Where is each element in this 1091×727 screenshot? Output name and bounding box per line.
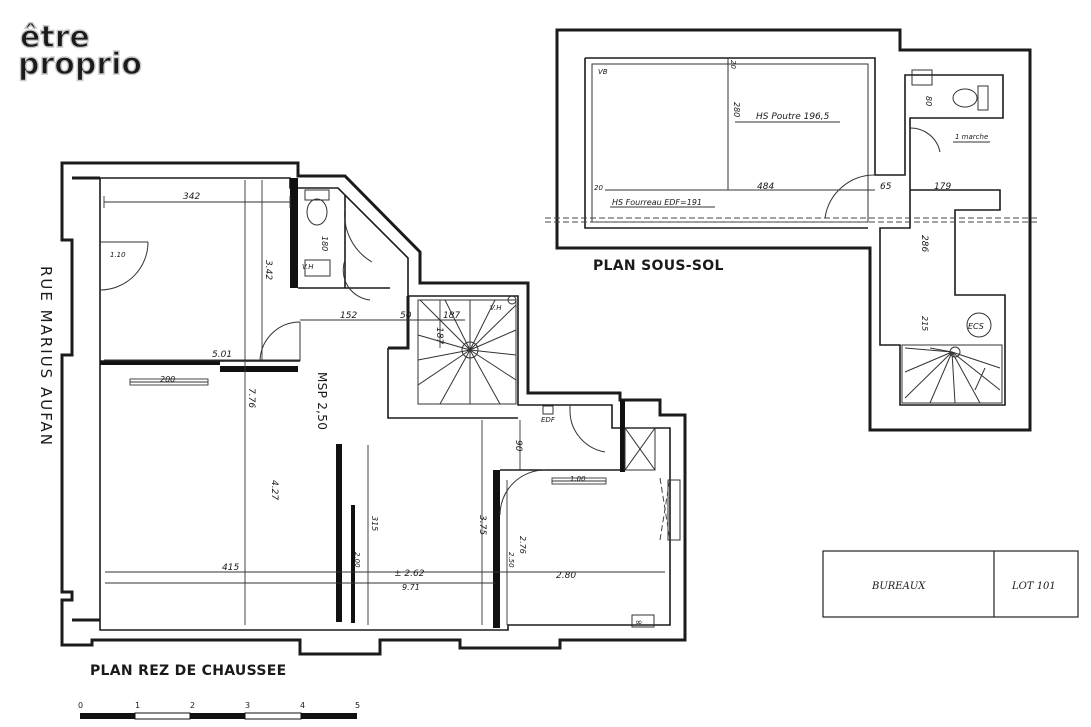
radiator	[631, 614, 655, 628]
dim-152: 152	[340, 311, 357, 321]
label-marche: 1 marche	[955, 133, 988, 141]
dim-100: 1.00	[570, 475, 586, 483]
wc-door-arc-2	[342, 259, 371, 301]
dim-375: 3.75	[477, 515, 487, 535]
basement-inner-wall	[585, 57, 1006, 406]
ground-outer-wall	[60, 161, 687, 656]
dim-484: 484	[757, 182, 774, 192]
radiator-symbol: ∞	[635, 618, 643, 628]
dim-971: 9.71	[402, 583, 420, 592]
watermark-line-1: être	[20, 20, 90, 55]
dim-200-vertical: 2.00	[353, 552, 361, 568]
basement-outer-wall	[555, 28, 1032, 432]
label-poutre: HS Poutre 196,5	[756, 112, 830, 122]
label-vh-stair: V.H	[490, 304, 502, 312]
dim-776: 7.76	[246, 388, 256, 408]
dim-180: 180	[320, 236, 329, 251]
door-arc	[259, 321, 301, 362]
dim-427: 4.27	[269, 480, 279, 500]
basement-inner-left	[584, 58, 868, 229]
dim-65: 65	[880, 182, 892, 192]
label-msp: MSP 2,50	[315, 372, 329, 430]
dim-110: 1.10	[110, 251, 126, 259]
scale-tick-0: 0	[78, 701, 83, 710]
watermark-logo: être proprio	[17, 19, 142, 82]
entrance-door-arc	[99, 241, 149, 291]
dim-280: 2.80	[556, 571, 576, 581]
ecs-heater	[966, 312, 992, 338]
dim-179: 179	[934, 182, 951, 192]
partition-wall-thick	[220, 366, 298, 372]
toilet-bowl	[306, 198, 328, 226]
scale-tick-1: 1	[135, 701, 140, 710]
ground-inner-wall	[99, 177, 671, 631]
dim-280-basement: 280	[732, 102, 741, 117]
stair-box	[417, 299, 517, 405]
dim-187-vertical: 187	[434, 327, 444, 344]
basement-door-arc	[824, 174, 876, 219]
sink	[304, 259, 331, 277]
dim-20-b: 20	[594, 184, 603, 192]
partition-wall-vertical	[336, 444, 342, 622]
office-door-arc	[499, 469, 546, 516]
label-vh: V.H	[302, 263, 314, 271]
door-arc-edf	[569, 405, 606, 453]
partition-wall-vertical-2	[351, 505, 355, 623]
label-vb: VB	[598, 68, 608, 76]
basement-title: PLAN SOUS-SOL	[593, 258, 724, 274]
dim-415: 415	[222, 563, 239, 573]
basement-sink	[911, 69, 933, 86]
dim-262: ± 2.62	[394, 569, 425, 579]
scale-tick-4: 4	[300, 701, 305, 710]
dim-342: 342	[183, 192, 200, 202]
stair-wall-inner	[387, 348, 518, 419]
partition-wall	[100, 361, 220, 365]
title-block-lot: LOT 101	[1011, 581, 1056, 592]
stair-treads	[417, 299, 517, 405]
scale-tick-3: 3	[245, 701, 250, 710]
stair-wall	[388, 296, 410, 350]
dim-501: 5.01	[212, 350, 232, 360]
dim-50: 50	[400, 311, 412, 321]
dim-250: 2.50	[507, 552, 515, 568]
basement-stair	[901, 344, 1003, 404]
watermark-line-2: proprio	[18, 47, 142, 82]
dim-80: 80	[924, 96, 933, 106]
ground-floor-plan: ∞	[60, 161, 687, 679]
ground-floor-title: PLAN REZ DE CHAUSSEE	[90, 663, 286, 679]
wc-door-arc-basement	[909, 127, 941, 153]
label-ecs: ECS	[968, 322, 984, 331]
dim-276: 2.76	[518, 536, 527, 554]
street-name: RUE MARIUS AUFAN	[37, 266, 55, 447]
dim-342-vertical: 3.42	[263, 260, 273, 280]
dim-286: 286	[919, 235, 929, 252]
scale-tick-2: 2	[190, 701, 195, 710]
scale-tick-5: 5	[355, 701, 360, 710]
dim-215: 215	[920, 316, 929, 331]
edf-wall	[620, 400, 625, 472]
title-block: BUREAUX LOT 101	[822, 550, 1079, 618]
dim-187-horizontal: 187	[443, 311, 460, 321]
edf-cabinet	[624, 427, 656, 471]
label-edf: EDF	[541, 416, 556, 424]
wc-wall	[290, 178, 298, 288]
dim-315: 315	[370, 516, 379, 531]
basement-plan: VB 280 20 HS Poutre 196,5 20 484 65 179 …	[545, 28, 1040, 432]
dim-200-horizontal: 200	[160, 375, 175, 384]
toilet-tank	[304, 189, 330, 201]
scale-bar: 0 1 2 3 4 5	[78, 701, 360, 720]
title-block-type: BUREAUX	[871, 581, 926, 592]
basement-toilet	[952, 88, 978, 108]
window	[667, 479, 681, 541]
dim-90: 90	[513, 440, 523, 452]
office-wall-left	[493, 470, 500, 628]
label-fourreau: HS Fourreau EDF=191	[612, 198, 702, 207]
dim-20-a: 20	[729, 60, 737, 69]
wc-door-arc	[344, 207, 373, 263]
